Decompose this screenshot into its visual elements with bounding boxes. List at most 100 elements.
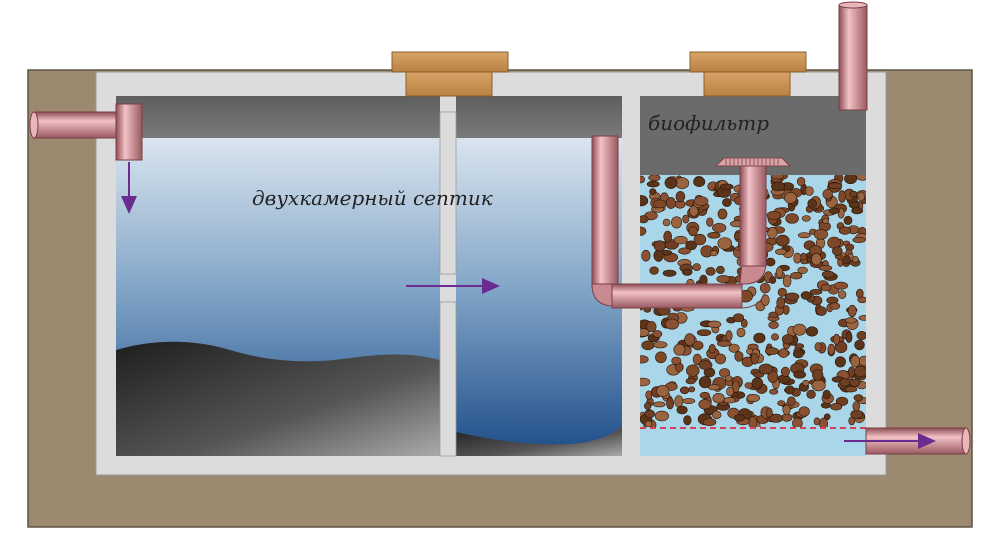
gravel-stone (676, 405, 688, 415)
gravel-stone (653, 341, 668, 349)
gravel-stone (662, 218, 671, 227)
gravel-stone (853, 394, 864, 402)
gravel-stone (845, 331, 853, 343)
gravel-stone (856, 331, 866, 340)
gravel-stone (775, 266, 784, 278)
gravel-stone (818, 264, 833, 271)
air-gap-1 (116, 96, 440, 138)
gravel-stone (645, 390, 653, 400)
gravel-stone (766, 210, 782, 220)
gravel-stone (732, 313, 744, 323)
gravel-stone (850, 409, 864, 420)
gravel-stone (684, 333, 696, 346)
gravel-stone (716, 275, 731, 283)
gravel-stone (806, 389, 816, 399)
gravel-stone (716, 340, 732, 347)
gravel-stone (843, 215, 853, 225)
gravel-stone (693, 233, 707, 246)
gravel-stone (712, 223, 727, 233)
gravel-stone (771, 333, 779, 341)
gravel-stone (784, 292, 800, 301)
partition-wall-top (439, 111, 457, 275)
gravel-stone (823, 413, 831, 421)
gravel-stone (640, 226, 647, 236)
gravel-stone (707, 320, 722, 328)
gravel-stone (822, 217, 829, 224)
gravel-stone (847, 304, 857, 318)
sludge-layer-2 (456, 426, 622, 456)
gravel-stone (644, 402, 652, 410)
transfer-pipe-icon (591, 135, 792, 309)
gravel-stone (710, 250, 718, 257)
gravel-stone (767, 226, 778, 239)
gravel-stone (719, 183, 734, 190)
gravel-stone (760, 294, 770, 306)
gravel-stone (811, 379, 826, 392)
gravel-stone (833, 333, 841, 345)
gravel-stone (664, 318, 680, 330)
gravel-stone (854, 365, 866, 378)
gravel-stone (682, 398, 696, 404)
gravel-stone (844, 175, 858, 184)
gravel-stone (652, 401, 666, 408)
gravel-stone (858, 315, 866, 321)
gravel-stone (753, 332, 766, 344)
gravel-stone (714, 353, 727, 365)
gravel-stone (682, 214, 690, 224)
gravel-stone (777, 287, 787, 297)
gravel-stone (767, 370, 779, 383)
gravel-stone (814, 342, 822, 352)
gravel-stone (740, 318, 748, 328)
gravel-stone (736, 327, 746, 338)
gravel-stone (653, 240, 666, 252)
gravel-stone (707, 232, 721, 239)
gravel-stone (855, 288, 864, 299)
gravel-stone (724, 375, 733, 382)
gravel-stone (644, 420, 653, 427)
gravel-stone (781, 413, 793, 422)
gravel-stone (850, 355, 861, 368)
gravel-stone (640, 175, 645, 184)
gravel-stone (793, 370, 807, 379)
gravel-stone (656, 384, 670, 397)
gravel-stone (847, 366, 856, 377)
gravel-stone (723, 397, 736, 404)
gravel-stone (692, 263, 701, 271)
gravel-stone (733, 414, 745, 422)
gravel-stone (717, 237, 733, 250)
gravel-stone (648, 175, 661, 182)
gravel-stone (790, 272, 803, 280)
vent-pipe-icon (838, 1, 868, 111)
gravel-stone (827, 343, 836, 355)
gravel-stone (652, 330, 663, 338)
gravel-stone (801, 215, 811, 222)
gravel-stone (649, 266, 659, 275)
gravel-stone (640, 328, 650, 337)
gravel-stone (688, 386, 696, 393)
gravel-stone (838, 190, 846, 203)
gravel-stone (671, 356, 682, 365)
gravel-stone (797, 266, 808, 274)
gravel-stone (765, 257, 776, 267)
air-gap-2 (456, 96, 622, 138)
gravel-stone (778, 348, 789, 358)
gravel-stone (708, 344, 716, 354)
gravel-stone (688, 226, 698, 237)
gravel-stone (811, 253, 822, 266)
gravel-stone (832, 246, 843, 256)
gravel-stone (852, 236, 866, 243)
gravel-stone (849, 190, 858, 198)
gravel-stone (693, 196, 709, 206)
gravel-stone (845, 317, 857, 324)
gravel-stone (753, 371, 765, 378)
gravel-stone (852, 256, 859, 263)
gravel-stone (830, 403, 843, 411)
gravel-stone (842, 255, 851, 265)
gravel-stone (781, 334, 794, 345)
gravel-stone (664, 176, 678, 189)
gravel-stone (711, 410, 722, 420)
gravel-stone (696, 329, 712, 336)
gravel-stone (748, 416, 758, 427)
gravel-stone (838, 226, 852, 235)
gravel-stone (792, 323, 807, 336)
